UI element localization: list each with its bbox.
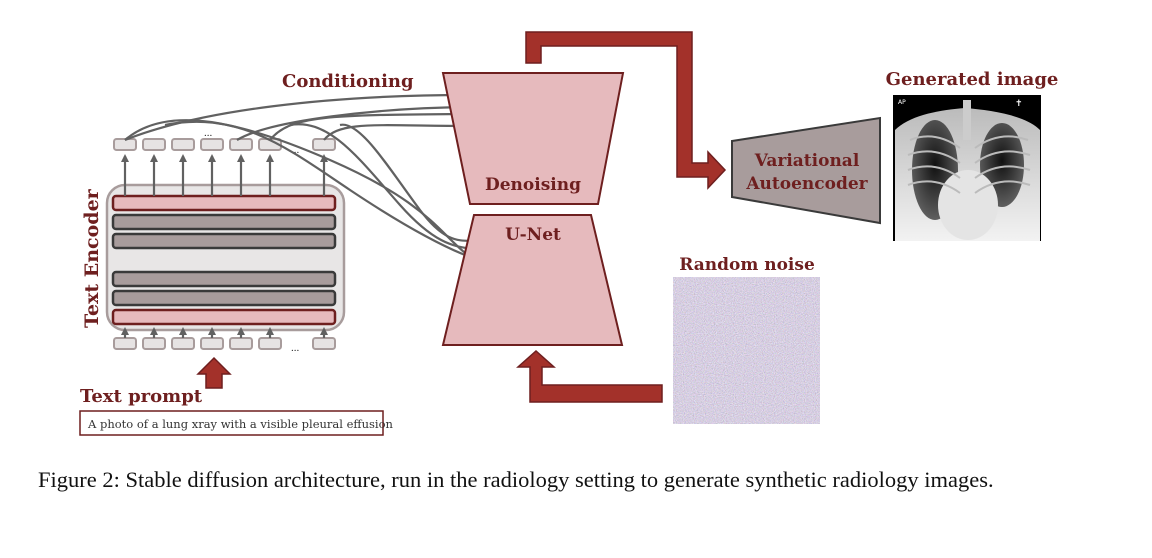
- output-embeddings: [113, 138, 336, 196]
- conditioning-arrow: [323, 121, 472, 141]
- encoder-layer: [111, 270, 337, 288]
- vae-block: [731, 116, 881, 225]
- ellipsis-token-row: ...: [291, 144, 300, 156]
- conditioning-arrow: [124, 91, 470, 142]
- text-encoder-label: Text Encoder: [81, 188, 103, 328]
- input-tokens: [113, 327, 336, 350]
- encoder-layer: [111, 232, 337, 250]
- vae-label-line1: Variational: [754, 151, 860, 171]
- unet-label: U-Net: [505, 225, 561, 245]
- generated-xray-image: AP ✝: [893, 95, 1041, 241]
- input-token: [258, 337, 282, 350]
- input-token: [200, 337, 224, 350]
- embedding-token: [113, 138, 137, 151]
- xray-marker: ✝: [1015, 99, 1023, 109]
- text-prompt-label: Text prompt: [80, 386, 203, 407]
- generated-image-label: Generated image: [886, 69, 1059, 90]
- input-token: [113, 337, 137, 350]
- random-noise-image: [673, 277, 820, 424]
- unet-block: [441, 214, 624, 346]
- embedding-token: [229, 138, 253, 151]
- denoising-block: [441, 72, 625, 205]
- figure-caption: Figure 2: Stable diffusion architecture,…: [38, 467, 994, 492]
- ellipsis-top: ...: [204, 127, 213, 139]
- encoder-layer-bottom: [111, 308, 337, 326]
- input-token: [229, 337, 253, 350]
- random-noise-label: Random noise: [679, 255, 815, 275]
- text-prompt-value: A photo of a lung xray with a visible pl…: [87, 417, 393, 431]
- noise-to-unet-arrow: [516, 349, 663, 403]
- conditioning-arrow: [164, 120, 475, 260]
- conditioning-arrow: [289, 123, 480, 253]
- encoder-layer: [111, 289, 337, 307]
- conditioning-arrow: [236, 103, 470, 141]
- embedding-token: [200, 138, 224, 151]
- stable-diffusion-diagram: Conditioning Text Encoder ... ... ... Te…: [79, 31, 1059, 436]
- denoising-label: Denoising: [485, 175, 581, 195]
- embedding-token: [312, 138, 336, 151]
- encoder-layer-top: [111, 194, 337, 212]
- conditioning-arrow: [269, 110, 470, 141]
- prompt-up-arrow: [196, 356, 232, 389]
- ellipsis-input-row: ...: [291, 342, 300, 354]
- input-token: [142, 337, 166, 350]
- input-token: [312, 337, 336, 350]
- denoising-to-vae-arrow: [525, 31, 727, 190]
- text-prompt-box[interactable]: [79, 410, 384, 436]
- embedding-token: [171, 138, 195, 151]
- conditioning-arrow: [339, 123, 486, 245]
- encoder-layer: [111, 213, 337, 231]
- conditioning-arrow: [124, 119, 484, 267]
- embedding-token: [142, 138, 166, 151]
- vae-label-line2: Autoencoder: [745, 174, 868, 194]
- conditioning-arrows: [124, 91, 486, 267]
- conditioning-label: Conditioning: [282, 71, 414, 92]
- xray-view-label: AP: [898, 99, 906, 106]
- input-token: [171, 337, 195, 350]
